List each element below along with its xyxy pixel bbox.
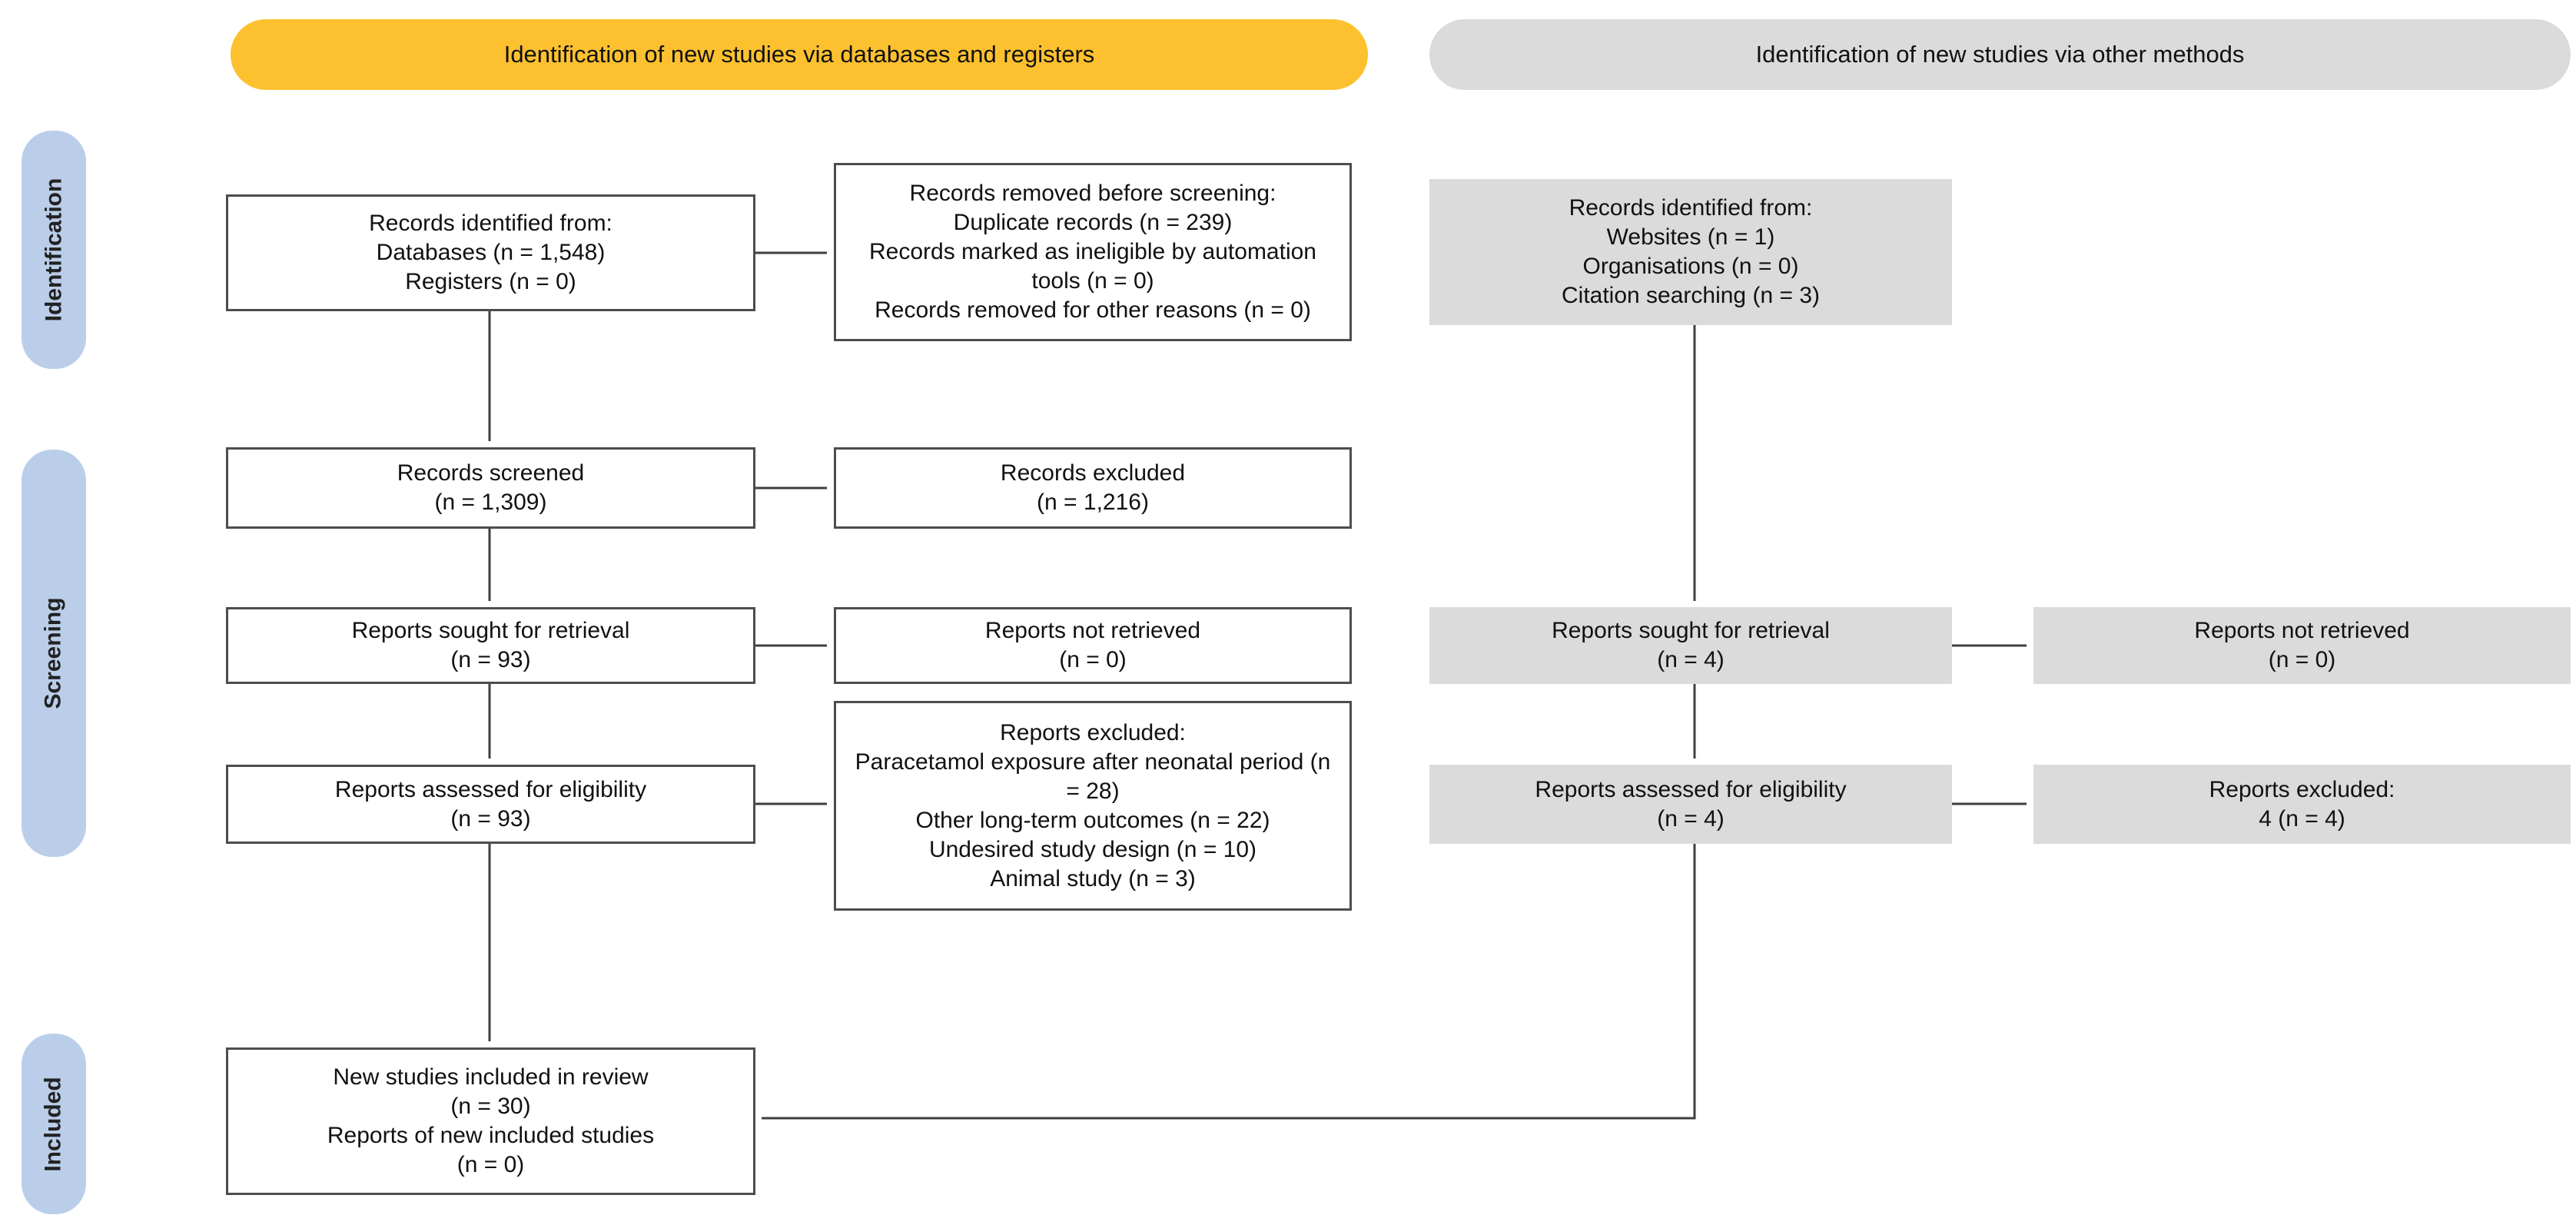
box-reports-excluded-databases: Reports excluded: Paracetamol exposure a… (834, 701, 1352, 911)
box-reports-assessed-databases: Reports assessed for eligibility (n = 93… (226, 765, 755, 844)
header-other-methods: Identification of new studies via other … (1429, 19, 2571, 90)
stage-identification-label: Identification (41, 178, 67, 322)
box-reports-not-retrieved-databases: Reports not retrieved (n = 0) (834, 607, 1352, 684)
box-records-identified-databases: Records identified from: Databases (n = … (226, 194, 755, 311)
stage-screening: Screening (22, 450, 86, 857)
box-reports-sought-other: Reports sought for retrieval (n = 4) (1429, 607, 1952, 684)
box-reports-assessed-other: Reports assessed for eligibility (n = 4) (1429, 765, 1952, 844)
box-reports-not-retrieved-other: Reports not retrieved (n = 0) (2033, 607, 2571, 684)
box-new-studies-included: New studies included in review (n = 30) … (226, 1047, 755, 1195)
box-records-excluded: Records excluded (n = 1,216) (834, 447, 1352, 529)
box-reports-sought-databases: Reports sought for retrieval (n = 93) (226, 607, 755, 684)
box-reports-excluded-other: Reports excluded: 4 (n = 4) (2033, 765, 2571, 844)
box-records-removed-before-screening: Records removed before screening: Duplic… (834, 163, 1352, 341)
stage-included-label: Included (41, 1076, 66, 1172)
stage-identification: Identification (22, 131, 86, 369)
stage-screening-label: Screening (41, 597, 66, 709)
box-records-identified-other: Records identified from: Websites (n = 1… (1429, 179, 1952, 325)
box-records-screened: Records screened (n = 1,309) (226, 447, 755, 529)
stage-included: Included (22, 1034, 86, 1214)
header-databases-registers: Identification of new studies via databa… (231, 19, 1368, 90)
